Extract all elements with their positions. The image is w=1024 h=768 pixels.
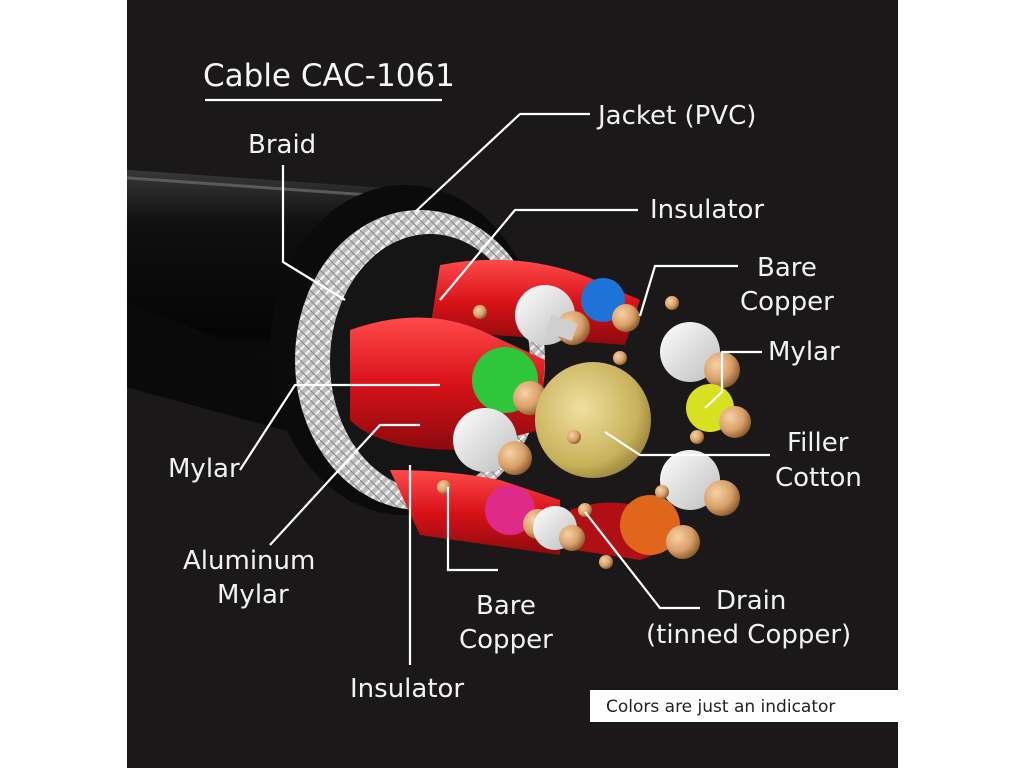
label-filler-1: Filler <box>787 428 849 458</box>
leader-braid <box>281 165 346 301</box>
conductors <box>437 278 751 569</box>
label-mylar-right: Mylar <box>768 337 840 367</box>
leader-mylar-left <box>239 383 440 471</box>
label-aluminum-1: Aluminum <box>183 546 315 576</box>
leader-mylar-right <box>704 350 762 409</box>
label-jacket: Jacket (PVC) <box>596 101 756 131</box>
label-bare-copper-right-1: Bare <box>757 253 817 283</box>
label-bare-copper-bottom-2: Copper <box>459 625 553 655</box>
leader-jacket <box>414 112 590 213</box>
label-filler-2: Cotton <box>775 463 862 493</box>
note-text: Colors are just an indicator <box>606 697 835 717</box>
label-bare-copper-right-2: Copper <box>740 287 834 317</box>
label-drain-2: (tinned Copper) <box>646 620 851 650</box>
leader-filler <box>604 431 770 457</box>
leader-aluminum <box>269 423 420 546</box>
leader-bare-copper-bottom <box>446 487 498 572</box>
leader-insulator-top <box>439 208 638 301</box>
leader-drain <box>584 511 700 610</box>
label-aluminum-2: Mylar <box>217 580 289 610</box>
leader-lines <box>205 98 770 665</box>
label-drain-1: Drain <box>716 586 786 616</box>
label-insulator-top: Insulator <box>650 195 764 225</box>
note-box <box>590 690 898 722</box>
label-bare-copper-bottom-1: Bare <box>476 591 536 621</box>
label-mylar-left: Mylar <box>168 454 240 484</box>
leader-bare-copper-right <box>638 264 738 317</box>
label-insulator-bottom: Insulator <box>350 674 464 704</box>
label-braid: Braid <box>248 130 316 160</box>
diagram-title: Cable CAC-1061 <box>203 58 455 94</box>
